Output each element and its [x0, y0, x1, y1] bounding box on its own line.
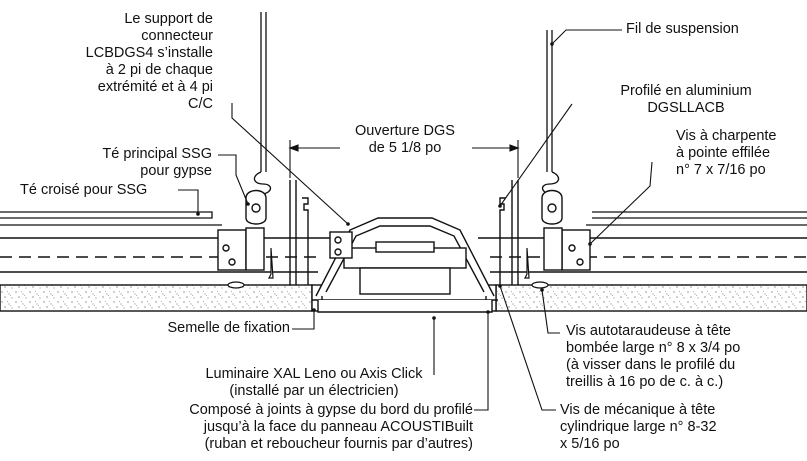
- aluminium-profiles: [289, 180, 519, 285]
- label-te-principal: Té principal SSG pour gypse: [102, 146, 212, 180]
- label-line: (installé par un électricien): [229, 383, 399, 399]
- label-line: Té croisé pour SSG: [20, 182, 148, 198]
- label-line: Fil de suspension: [626, 21, 739, 37]
- label-line: Vis de mécanique à tête: [560, 402, 716, 418]
- screws: [227, 247, 549, 289]
- label-semelle: Semelle de fixation: [167, 320, 290, 337]
- label-line: Té principal SSG: [102, 146, 212, 162]
- label-line: pour gypse: [140, 163, 212, 179]
- cross-tee: [0, 211, 807, 226]
- label-vis-autotaraudeuse: Vis autotaraudeuse à tête bombée large n…: [566, 323, 740, 391]
- label-line: à 2 pi de chaque: [105, 62, 213, 78]
- label-line: Composé à joints à gypse du bord du prof…: [189, 402, 473, 418]
- label-line: Ouverture DGS: [355, 123, 455, 139]
- opening-dimension: [288, 140, 520, 178]
- label-line: jusqu’à la face du panneau ACOUSTIBuilt: [203, 419, 473, 435]
- leader-lines: [178, 29, 653, 411]
- label-line: DGSLLACB: [647, 100, 725, 116]
- label-vis-charpente: Vis à charpente à pointe effilée n° 7 x …: [676, 128, 777, 179]
- label-ouverture: Ouverture DGS de 5 1/8 po: [322, 123, 488, 157]
- label-line: LCBDGS4 s’installe: [85, 45, 213, 61]
- label-line: Vis autotaraudeuse à tête: [566, 323, 731, 339]
- label-compose-joints: Composé à joints à gypse du bord du prof…: [189, 402, 473, 453]
- gypsum-panels: [0, 284, 807, 312]
- label-te-croise: Té croisé pour SSG: [20, 182, 147, 199]
- label-line: extrémité et à 4 pi: [97, 79, 213, 95]
- label-line: Profilé en aluminium: [620, 83, 752, 99]
- luminaire: [312, 217, 498, 313]
- suspension-wires: [253, 12, 560, 195]
- label-support-connecteur: Le support de connecteur LCBDGS4 s’insta…: [86, 11, 213, 113]
- label-line: Le support de: [124, 11, 213, 27]
- label-line: cylindrique large n° 8-32: [560, 419, 717, 435]
- label-line: de 5 1/8 po: [368, 140, 442, 156]
- label-profile-aluminium: Profilé en aluminium DGSLLACB: [598, 83, 774, 117]
- label-line: x 5/16 po: [560, 436, 620, 452]
- leader-dots: [196, 42, 592, 320]
- main-tee-band: [0, 237, 807, 273]
- label-fil-suspension: Fil de suspension: [626, 21, 739, 38]
- label-line: (à visser dans le profilé du: [566, 357, 736, 373]
- label-line: bombée large n° 8 x 3/4 po: [566, 340, 741, 356]
- label-line: n° 7 x 7/16 po: [676, 162, 766, 178]
- hanger-clips: [217, 189, 591, 271]
- label-line: Semelle de fixation: [167, 320, 290, 336]
- label-line: (ruban et reboucheur fournis par d’autre…: [204, 436, 473, 452]
- label-line: à pointe effilée: [676, 145, 771, 161]
- label-vis-mecanique: Vis de mécanique à tête cylindrique larg…: [560, 402, 717, 453]
- label-line: Vis à charpente: [676, 128, 777, 144]
- label-line: C/C: [188, 96, 213, 112]
- label-line: treillis à 16 po de c. à c.): [566, 374, 724, 390]
- label-line: Luminaire XAL Leno ou Axis Click: [205, 366, 423, 382]
- label-luminaire: Luminaire XAL Leno ou Axis Click (instal…: [198, 366, 430, 400]
- label-line: connecteur: [141, 28, 213, 44]
